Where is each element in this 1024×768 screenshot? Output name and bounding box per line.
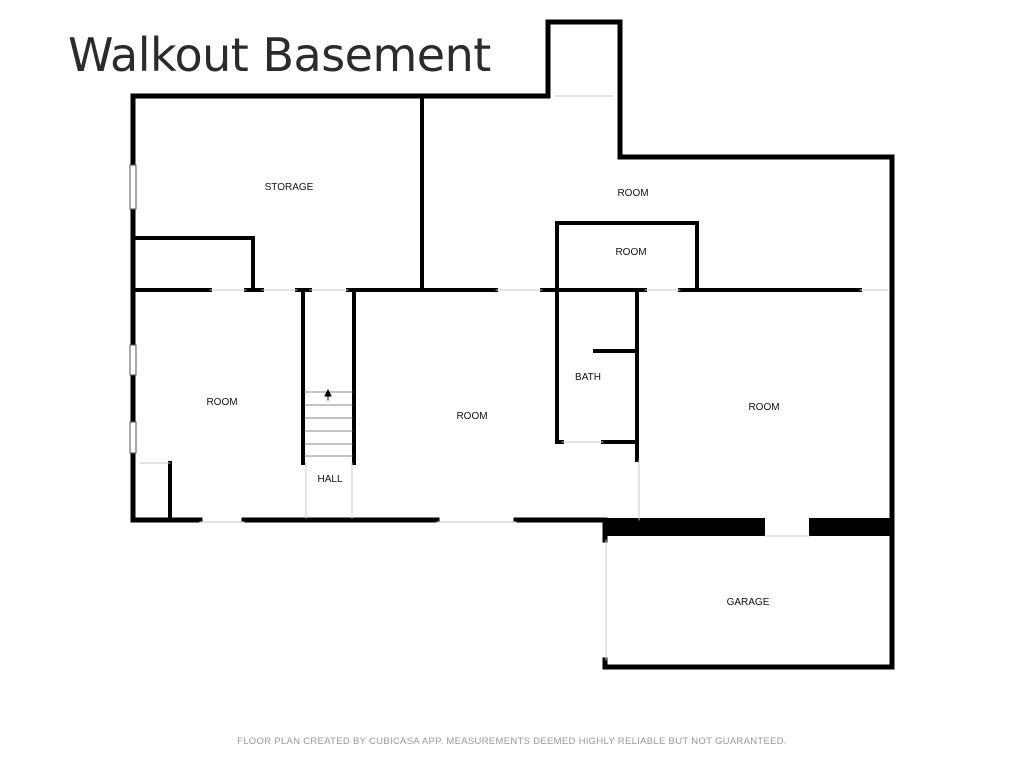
stair-arrow — [324, 388, 332, 401]
room-label-storage: STORAGE — [265, 182, 314, 193]
plan-title: Walkout Basement — [68, 28, 491, 82]
room-label-hall: HALL — [317, 474, 342, 485]
room-label-top-right: ROOM — [617, 188, 648, 199]
room-label-center: ROOM — [456, 411, 487, 422]
room-label-garage: GARAGE — [727, 597, 770, 608]
room-label-right: ROOM — [748, 402, 779, 413]
room-label-left: ROOM — [206, 397, 237, 408]
room-label-small: ROOM — [615, 247, 646, 258]
windows — [129, 164, 137, 454]
disclaimer-footer: FLOOR PLAN CREATED BY CUBICASA APP. MEAS… — [237, 736, 787, 747]
exterior-walls — [130, 19, 895, 670]
room-label-bath: BATH — [575, 372, 601, 383]
thin-lines — [139, 95, 889, 661]
interior-walls — [131, 94, 862, 522]
stairs — [304, 391, 353, 457]
